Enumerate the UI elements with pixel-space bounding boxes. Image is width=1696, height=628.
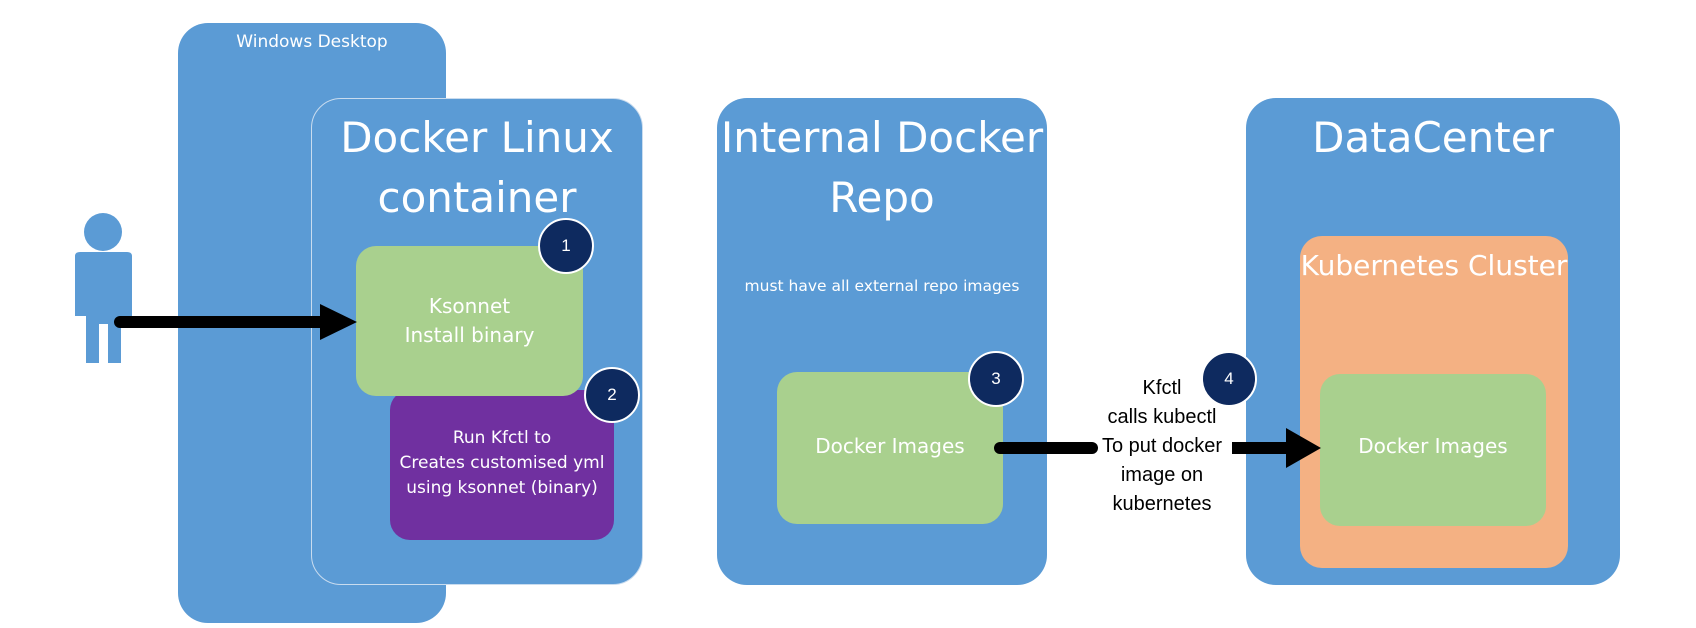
connector-line-1: Kfctl	[1142, 377, 1182, 399]
person-icon	[75, 213, 132, 363]
ksonnet-line-2: Install binary	[404, 323, 535, 347]
windows-desktop-label: Windows Desktop	[236, 32, 388, 52]
kubectl-connector-label: Kfctl calls kubectl To put docker image …	[1082, 374, 1242, 519]
kubernetes-cluster-title: Kubernetes Cluster	[1300, 249, 1568, 282]
repo-docker-images-label: Docker Images	[815, 434, 965, 458]
arrow-user-to-ksonnet	[114, 304, 357, 340]
ksonnet-line-1: Ksonnet	[428, 294, 511, 318]
cluster-docker-images-box	[1320, 374, 1546, 526]
kfctl-line-2: Creates customised yml	[399, 453, 605, 473]
ksonnet-step-text: Ksonnet Install binary	[356, 292, 583, 350]
docker-linux-title: Docker Linux container	[340, 113, 614, 222]
arrow-repo-to-cluster	[994, 428, 1321, 468]
kfctl-line-3: using ksonnet (binary)	[406, 478, 598, 498]
step-badge-2: 2	[584, 367, 640, 423]
step-badge-4: 4	[1201, 351, 1257, 407]
cluster-docker-images-label: Docker Images	[1358, 434, 1508, 458]
kfctl-step-text: Run Kfctl to Creates customised yml usin…	[390, 426, 614, 501]
internal-repo-note: must have all external repo images	[744, 277, 1020, 295]
internal-repo-title: Internal Docker Repo	[720, 113, 1044, 222]
connector-line-3: To put docker	[1101, 435, 1223, 457]
kfctl-line-1: Run Kfctl to	[452, 428, 552, 448]
step-badge-1: 1	[538, 218, 594, 274]
repo-docker-images-box	[777, 372, 1003, 524]
connector-line-4: image on	[1120, 464, 1204, 486]
connector-line-2: calls kubectl	[1107, 406, 1217, 428]
kfctl-step-box	[390, 390, 614, 540]
connector-line-5: kubernetes	[1112, 493, 1212, 515]
ksonnet-step-box	[356, 246, 583, 396]
datacenter-title: DataCenter	[1312, 113, 1554, 162]
step-badge-3: 3	[968, 351, 1024, 407]
